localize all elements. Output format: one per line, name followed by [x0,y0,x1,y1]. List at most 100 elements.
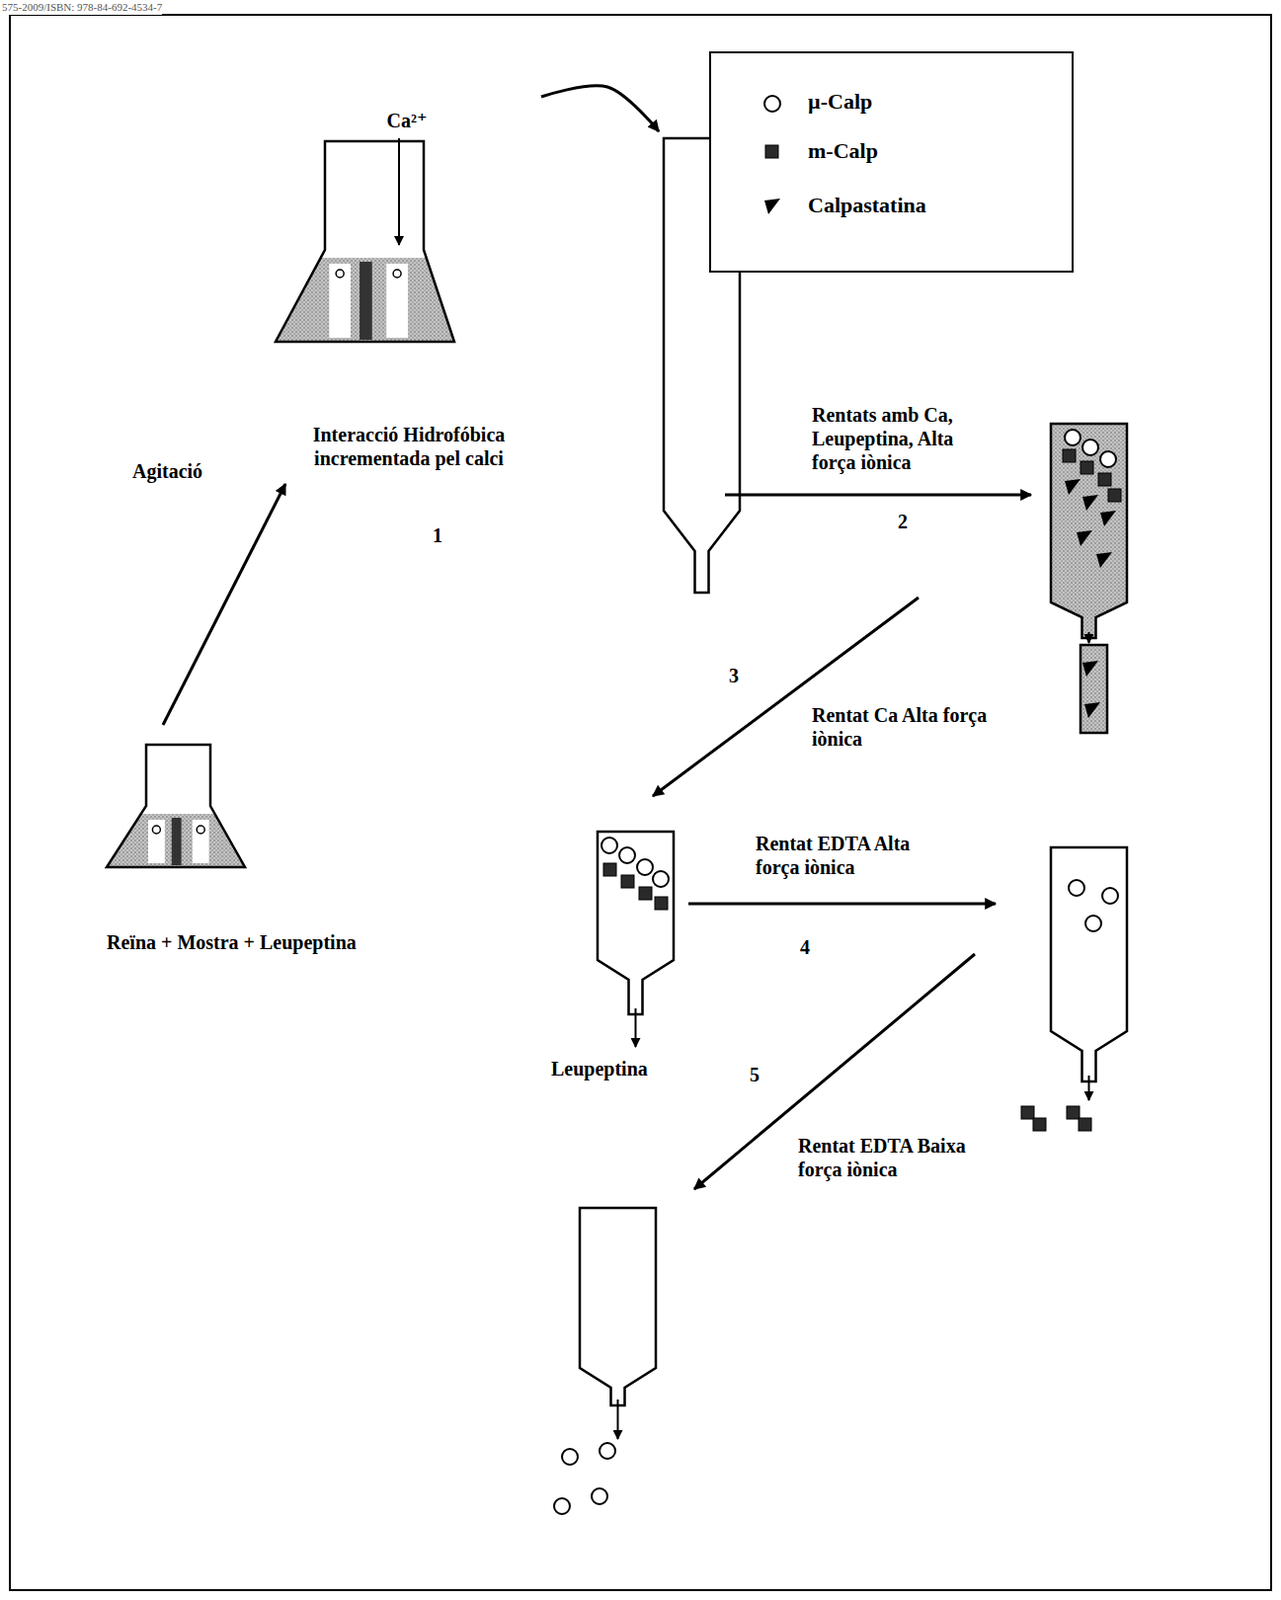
mu-calp-symbol [652,871,669,887]
column-drawing [1050,423,1128,736]
step-number: 5 [749,1062,760,1087]
legend-box: µ-Calp m-CalpCalpastatina [709,51,1074,273]
column-outline [579,1207,656,1406]
label-holder: Rentat EDTA Alta força iònica [755,831,929,880]
mu-calp-symbol [561,1448,578,1465]
mu-calp-symbol [1085,915,1102,932]
legend-item: µ-Calp [807,88,873,115]
mu-calp-symbol [152,825,161,834]
mu-calp-symbol [335,269,344,278]
step-arrow [652,597,919,797]
legend-text: Calpastatina [807,192,927,219]
column-drawing [579,1207,657,1524]
label-holder: Rentat EDTA Baixa força iònica [798,1133,976,1182]
frame-border [9,14,1272,1591]
flask-outline [106,744,245,868]
drip-arrow [1088,1075,1091,1101]
calpastatina-symbol [1084,702,1101,719]
vessel-label: Interacció Hidrofóbica incrementada pel … [275,422,543,471]
mu-calp-symbol [619,847,636,864]
m-calp-symbol [1021,1106,1035,1120]
column-outline [1050,423,1127,639]
resin-gap [386,263,408,338]
column-node [579,1207,657,1524]
calpastatina-symbol [1064,479,1081,495]
label-holder: 3 [728,663,739,688]
source-note: 575-2009/ISBN: 978-84-692-4534-7 [1,0,162,15]
m-calp-symbol [1078,1118,1092,1131]
step-description: Agitació [132,459,232,483]
mu-calp-symbol [554,1498,570,1515]
legend-text: m-Calp [807,138,879,164]
column-outline [1050,847,1127,1082]
text-holder: Ca²⁺ [377,108,437,133]
legend-text: µ-Calp [807,88,873,115]
step-number: 1 [432,523,443,548]
flask-node: Reïna + Mostra + Leupeptina [98,740,425,968]
resin-dark [171,817,182,866]
resin-dark [359,261,373,340]
resin-gap [192,819,210,864]
column-drawing [1050,847,1128,1134]
resin-band [275,257,455,342]
step-description: Rentat EDTA Baixa força iònica [798,1133,976,1182]
step-arrow [724,493,1032,497]
mu-calp-symbol [1064,429,1081,446]
m-calp-symbol [621,875,635,888]
resin-gap [328,263,351,338]
resin-gap [148,819,165,864]
calpastatina-symbol [1082,494,1099,511]
calpastatina-symbol [1096,552,1113,568]
label-holder: Rentat Ca Alta força iònica [811,703,995,751]
drip-arrow [617,1399,620,1440]
m-calp-symbol [654,896,668,910]
step-arrow [688,902,996,906]
calpastatina-symbol [1076,530,1093,547]
column-outline [597,831,674,1015]
column-node [1050,423,1128,736]
drip-arrow [1088,632,1091,643]
drip-arrow [635,1008,638,1047]
calpastatina-symbol [1082,660,1099,677]
step-number: 3 [728,663,739,688]
label-holder: 5 [749,1062,760,1087]
m-calp-symbol [1098,473,1112,486]
label-holder: 1 [432,523,443,548]
mu-calp-symbol [601,837,618,854]
column-node: Leupeptina [548,831,677,1094]
m-calp-symbol [639,886,652,900]
calcium-arrow [398,138,401,245]
mu-calp-symbol [1100,451,1117,468]
resin-band [106,813,245,868]
step-number: 4 [800,935,810,960]
step-description: Rentat Ca Alta força iònica [811,703,995,751]
label-holder: Agitació [132,459,232,483]
text-holder: Leupeptina [551,1056,677,1081]
calpastatina-symbol [764,198,781,215]
label-holder: 575-2009/ISBN: 978-84-692-4534-7 [1,0,162,15]
step-description: Rentat EDTA Alta força iònica [755,831,929,880]
m-calp-symbol [1033,1118,1046,1131]
step-number: 2 [897,509,908,534]
step-description: Rentats amb Ca, Leupeptina, Alta força i… [811,402,995,475]
calpastatina-symbol [1100,510,1117,527]
column-drawing [548,831,677,1094]
mu-calp-symbol [637,859,653,876]
m-calp-symbol [765,145,779,159]
label-holder: 4 [800,935,810,960]
m-calp-symbol [1066,1106,1080,1120]
collection-tube [1080,644,1108,733]
mu-calp-symbol [591,1488,608,1505]
m-calp-symbol [603,863,617,877]
mu-calp-symbol [764,95,781,112]
vessel-label: Reïna + Mostra + Leupeptina [106,930,425,955]
resin-fill [1050,423,1127,639]
mu-calp-symbol [599,1442,616,1459]
text-holder: Interacció Hidrofóbica incrementada pel … [275,422,543,471]
m-calp-symbol [1062,449,1076,463]
mu-calp-symbol [1102,887,1119,904]
legend-symbols [711,53,1072,271]
legend-item: Calpastatina [807,192,927,219]
